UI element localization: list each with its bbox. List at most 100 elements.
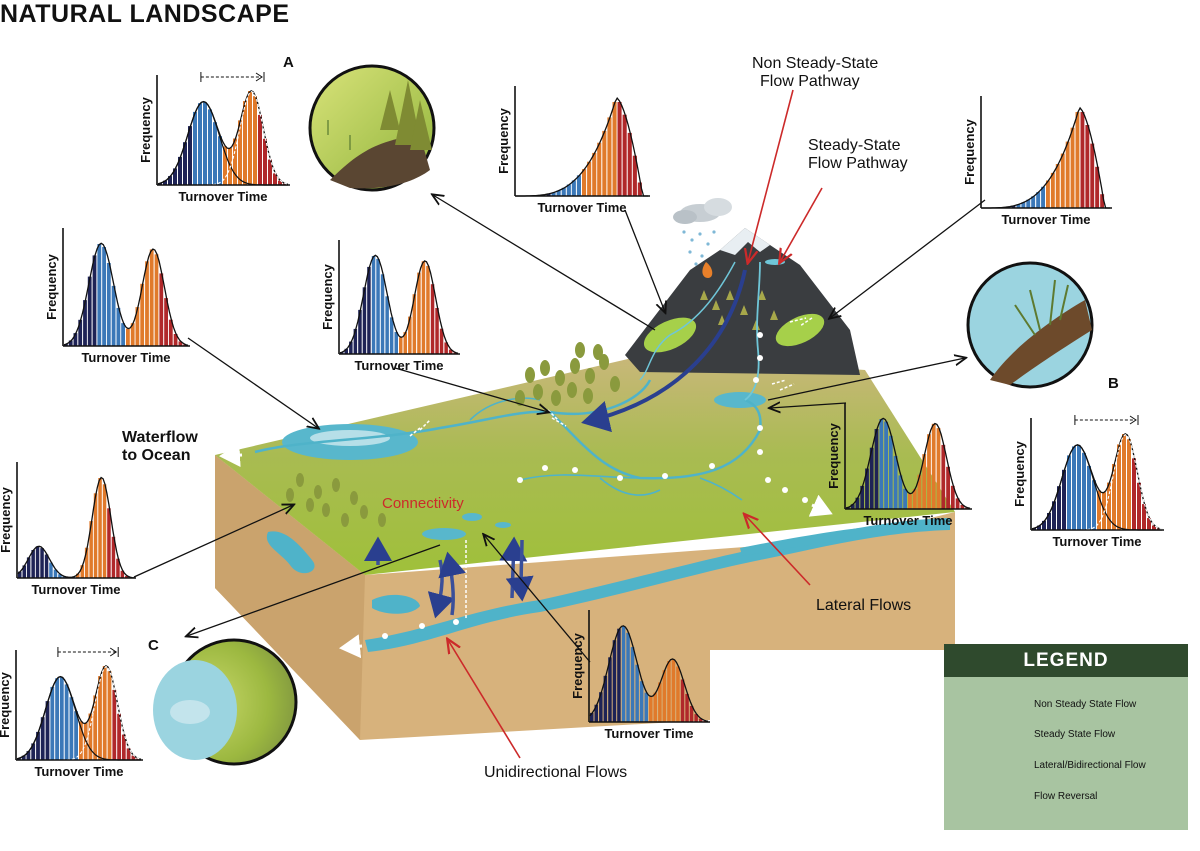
- histogram-bar: [40, 717, 45, 760]
- histogram-bar: [243, 101, 247, 185]
- histogram-bar: [408, 316, 412, 354]
- underground-stream: [365, 518, 950, 652]
- histogram-bar: [93, 493, 98, 578]
- page-title: NATURAL LANDSCAPE: [0, 0, 290, 28]
- histogram-bar: [426, 265, 430, 354]
- histogram-bar: [258, 114, 262, 185]
- histogram-bar: [689, 706, 694, 722]
- lateral-flows: [409, 317, 813, 620]
- histogram-bar: [69, 697, 74, 760]
- legend-header: LEGEND: [944, 644, 1188, 677]
- label-b: B: [1108, 375, 1119, 392]
- histogram-bar: [40, 548, 44, 578]
- histogram-bar: [36, 731, 40, 760]
- histogram-bar: [439, 328, 444, 354]
- inset-b: [966, 261, 1094, 389]
- ground-side-left: [215, 455, 365, 740]
- histogram-bar: [367, 266, 371, 354]
- histogram-bar: [55, 678, 59, 760]
- histogram-bar: [74, 711, 78, 760]
- histogram-bar: [950, 485, 955, 509]
- histogram-bar: [168, 176, 172, 185]
- histogram-bar: [121, 734, 126, 760]
- histogram-bar: [622, 114, 627, 196]
- histogram-bar: [1095, 166, 1100, 208]
- large-lake-highlight: [310, 430, 390, 446]
- histogram-bar: [26, 751, 31, 760]
- histogram-bar: [850, 504, 855, 509]
- histogram-bar: [653, 692, 657, 722]
- histogram-bar: [1132, 458, 1136, 530]
- histogram-bar: [639, 681, 644, 722]
- histogram-bar: [1117, 444, 1121, 530]
- histogram-xlabel: Turnover Time: [1052, 534, 1141, 549]
- histogram-bar: [233, 138, 237, 185]
- histogram-bar: [860, 485, 865, 509]
- histogram-bar: [667, 661, 671, 722]
- histogram-bar: [58, 574, 62, 578]
- histogram-bar: [603, 675, 608, 722]
- histogram-bar: [362, 287, 367, 354]
- histogram-bar: [1147, 518, 1151, 530]
- histogram-bar: [893, 456, 898, 509]
- histogram-bar: [26, 557, 31, 578]
- histogram-bar: [1037, 525, 1041, 530]
- histogram-bar: [1075, 112, 1080, 208]
- histogram-bar: [158, 183, 162, 185]
- inset-a: [308, 64, 436, 192]
- histogram-bar: [1090, 143, 1095, 208]
- histogram-bar: [884, 421, 888, 509]
- histogram-bar: [607, 117, 612, 196]
- diagram-labels: A B C Non Steady-State Flow Pathway Stea…: [122, 54, 1119, 781]
- histogram-bar: [102, 666, 107, 760]
- histogram-bar: [1107, 482, 1111, 530]
- histogram-bar: [130, 323, 135, 346]
- histogram-bar: [92, 255, 97, 346]
- histogram-bar: [98, 676, 102, 760]
- histogram-bar: [587, 161, 592, 196]
- histogram-bar: [931, 423, 936, 509]
- histogram-ylabel: Frequency: [0, 486, 13, 553]
- histogram-bar: [102, 484, 107, 578]
- histogram-bar: [1092, 480, 1096, 530]
- histogram-bar: [208, 109, 212, 185]
- histogram-bar: [922, 454, 927, 509]
- steady-flow-arrow-underground: [339, 634, 363, 659]
- histogram-bar: [617, 628, 621, 722]
- histogram-ylabel: Frequency: [570, 632, 585, 699]
- histogram-bar: [107, 671, 112, 760]
- histogram-bar: [590, 712, 594, 722]
- histogram-bar: [50, 686, 55, 760]
- histogram-bar: [1047, 513, 1051, 530]
- histogram-bar: [1046, 180, 1050, 208]
- tree-cluster-center: [515, 342, 620, 406]
- histogram-bar: [399, 337, 403, 354]
- histogram-bar: [556, 190, 561, 196]
- histogram-bar: [888, 435, 893, 509]
- histogram-envelope: [589, 625, 709, 722]
- histogram-bar: [140, 283, 145, 346]
- histogram-xlabel: Turnover Time: [31, 582, 120, 597]
- histogram-bar: [658, 682, 662, 722]
- histogram-bar: [566, 184, 571, 196]
- histogram-bar: [612, 102, 617, 196]
- label-c: C: [148, 637, 159, 654]
- histogram-bar: [1031, 196, 1036, 208]
- histogram-bar: [183, 142, 187, 185]
- river-branches: [469, 397, 743, 501]
- histogram-bar: [1122, 434, 1126, 530]
- histogram-bar: [126, 328, 130, 346]
- histogram-bar: [608, 657, 612, 722]
- histogram-bar: [102, 247, 106, 346]
- histogram-bar: [89, 521, 93, 578]
- histogram-xlabel: Turnover Time: [178, 189, 267, 204]
- histogram-xlabel: Turnover Time: [1001, 212, 1090, 227]
- histogram-envelope: [845, 417, 971, 509]
- histogram-xlabel: Turnover Time: [604, 726, 693, 741]
- histogram-bar: [602, 130, 607, 196]
- histogram-bar: [349, 341, 353, 354]
